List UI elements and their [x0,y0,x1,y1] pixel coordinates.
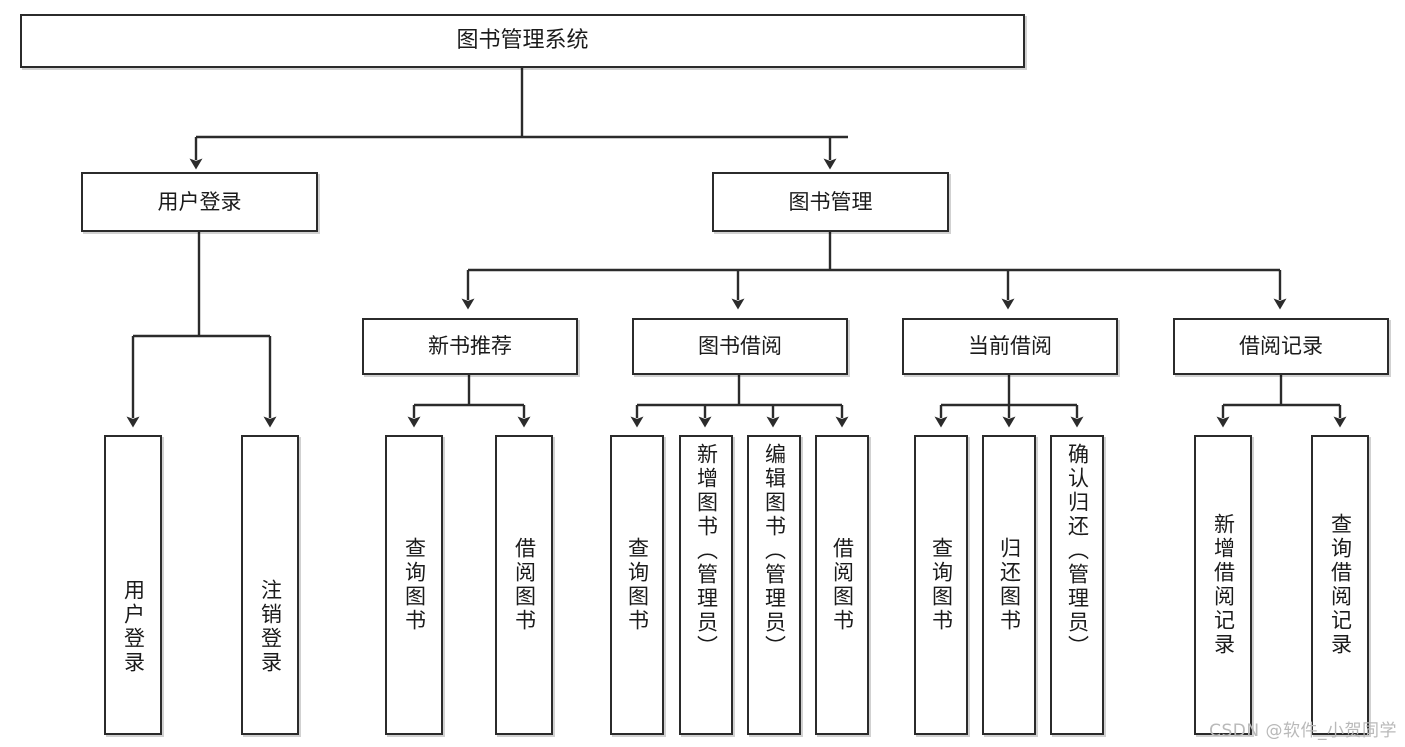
node-leaf-borrow-query-book[interactable]: 查询图书 [610,435,664,735]
node-leaf-borrow-add-book[interactable]: 新增图书（管理员） [679,435,733,735]
node-current-borrow-label: 当前借阅 [968,334,1052,359]
node-leaf-record-search-label: 查询借阅记录 [1328,513,1353,657]
node-leaf-record-add-label: 新增借阅记录 [1211,513,1236,657]
node-leaf-borrow-edit-book[interactable]: 编辑图书（管理员） [747,435,801,735]
node-leaf-borrow-add-book-label: 新增图书（管理员） [694,443,719,659]
node-root[interactable]: 图书管理系统 [20,14,1025,68]
node-leaf-record-search[interactable]: 查询借阅记录 [1311,435,1369,735]
node-leaf-record-add[interactable]: 新增借阅记录 [1194,435,1252,735]
watermark: CSDN @软件_小贺同学 [1209,721,1397,741]
node-leaf-borrow-borrow-book-label: 借阅图书 [830,537,855,633]
node-leaf-borrow-edit-book-label: 编辑图书（管理员） [762,443,787,659]
node-leaf-user-login[interactable]: 用户登录 [104,435,162,735]
node-leaf-recommend-borrow-book-label: 借阅图书 [512,537,537,633]
node-root-label: 图书管理系统 [456,28,589,54]
node-new-book-recommend-label: 新书推荐 [428,334,512,359]
node-leaf-current-return-book[interactable]: 归还图书 [982,435,1036,735]
node-leaf-current-confirm-return-label: 确认归还（管理员） [1065,443,1090,659]
node-user-login-label: 用户登录 [157,189,242,214]
node-leaf-user-logout-label: 注销登录 [258,579,283,675]
node-leaf-borrow-query-book-label: 查询图书 [625,537,650,633]
node-book-borrow[interactable]: 图书借阅 [632,318,848,375]
node-borrow-record[interactable]: 借阅记录 [1173,318,1389,375]
node-leaf-recommend-query-book-label: 查询图书 [402,537,427,633]
node-borrow-record-label: 借阅记录 [1239,334,1323,359]
node-leaf-current-return-book-label: 归还图书 [997,537,1022,633]
node-leaf-borrow-borrow-book[interactable]: 借阅图书 [815,435,869,735]
node-book-borrow-label: 图书借阅 [698,334,782,359]
node-leaf-recommend-borrow-book[interactable]: 借阅图书 [495,435,553,735]
node-leaf-user-logout[interactable]: 注销登录 [241,435,299,735]
node-leaf-recommend-query-book[interactable]: 查询图书 [385,435,443,735]
node-current-borrow[interactable]: 当前借阅 [902,318,1118,375]
node-leaf-current-query-book-label: 查询图书 [929,537,954,633]
node-leaf-current-confirm-return[interactable]: 确认归还（管理员） [1050,435,1104,735]
node-book-manage-label: 图书管理 [788,189,873,214]
node-book-manage[interactable]: 图书管理 [712,172,949,232]
node-leaf-user-login-label: 用户登录 [121,579,146,675]
node-new-book-recommend[interactable]: 新书推荐 [362,318,578,375]
node-user-login[interactable]: 用户登录 [81,172,318,232]
node-leaf-current-query-book[interactable]: 查询图书 [914,435,968,735]
